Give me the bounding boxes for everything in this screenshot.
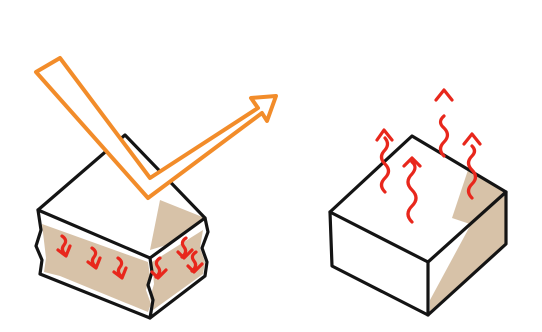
left-block — [36, 58, 276, 318]
reflection-arrow-icon — [36, 58, 276, 198]
right-block — [330, 90, 506, 315]
heat-arrow-up-icon — [436, 90, 452, 156]
